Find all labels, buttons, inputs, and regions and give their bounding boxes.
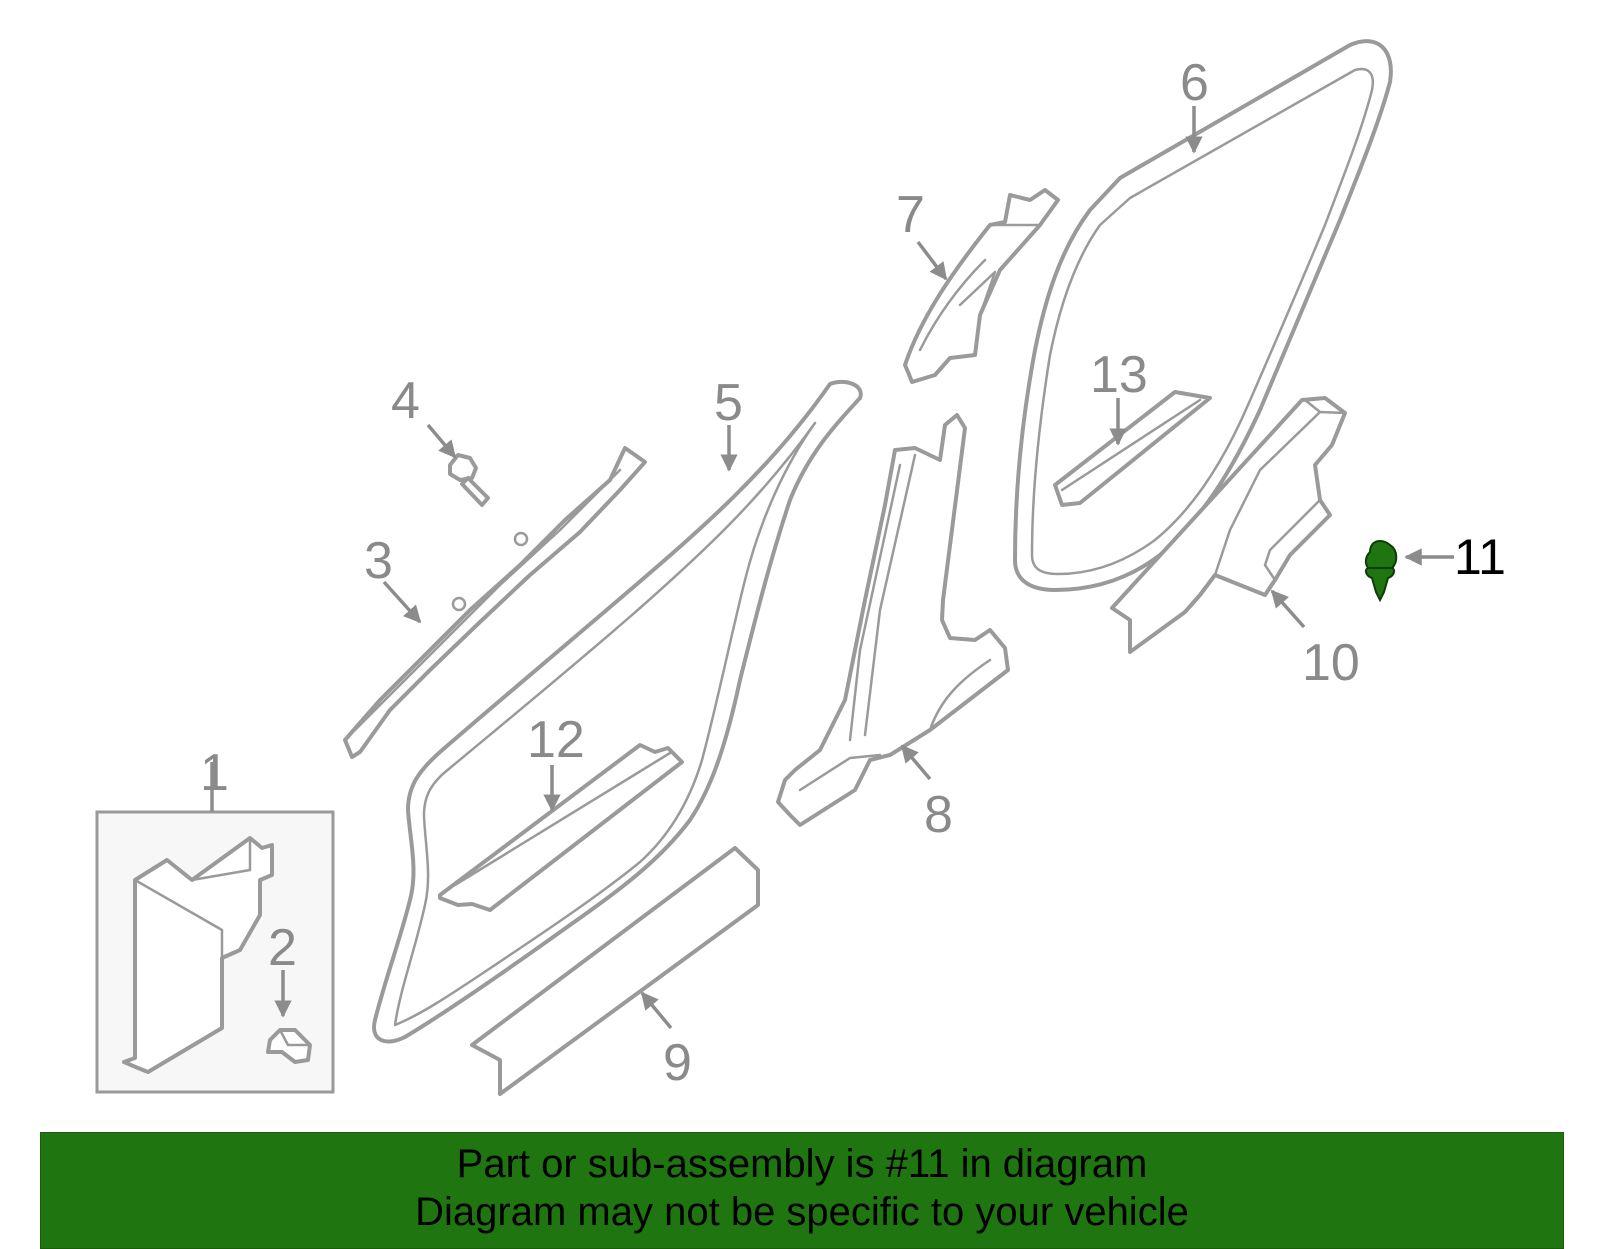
part-8-pillar-lower: [776, 413, 1010, 827]
callout-2: 2: [268, 919, 297, 977]
callout-1: 1: [200, 744, 229, 802]
callout-7: 7: [896, 186, 925, 244]
callout-13: 13: [1090, 346, 1148, 404]
callout-8: 8: [924, 786, 953, 844]
part-4-bolt: [448, 453, 490, 507]
part-7-pillar-upper: [903, 188, 1060, 384]
part-9-scuff-plate: [470, 846, 760, 1096]
part-12-sill: [438, 743, 684, 912]
part-1-inset-box: [95, 762, 335, 1094]
part-11-clip: [1364, 539, 1398, 603]
part-13-sill: [1053, 390, 1212, 507]
callout-9: 9: [663, 1034, 692, 1092]
banner-part-text: Part or sub-assembly is #11 in diagram: [456, 1142, 1148, 1186]
part-info-banner: Part or sub-assembly is #11 in diagram D…: [40, 1132, 1564, 1249]
parts-diagram: 1 2 3 4 5 6 7 8 9 10 11 12 13: [95, 39, 1506, 1096]
part-3-trim: [343, 446, 647, 759]
callout-6: 6: [1180, 54, 1209, 112]
callout-10: 10: [1302, 634, 1360, 692]
callout-4: 4: [391, 372, 420, 430]
callout-5: 5: [714, 374, 743, 432]
banner-disclaimer-text: Diagram may not be specific to your vehi…: [415, 1190, 1189, 1234]
callout-12: 12: [527, 711, 585, 769]
part-10-quarter-trim: [1110, 396, 1347, 654]
leader-lines: [274, 106, 1454, 1030]
callout-3: 3: [364, 532, 393, 590]
callout-11: 11: [1454, 529, 1506, 585]
callout-labels: 1 2 3 4 5 6 7 8 9 10 11 12 13: [200, 54, 1506, 1092]
